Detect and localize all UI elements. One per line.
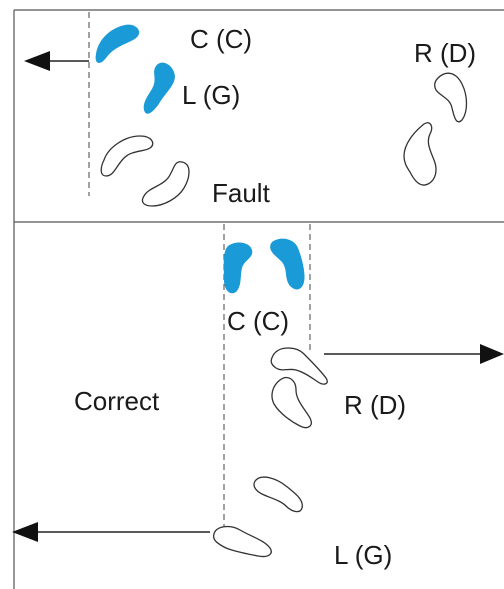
bottom-center-footprint-right [270,238,305,290]
bottom-footprint-outline-2 [271,376,312,429]
bottom-panel: C (C) Correct R (D) L (G) [12,224,504,570]
bottom-footprint-outline-3 [253,476,303,513]
bottom-caption: Correct [74,386,160,416]
top-right-footprint-outline-2 [403,122,437,186]
top-footprint-outline-2 [141,161,190,207]
bottom-footprint-outline-4 [212,525,272,558]
top-left-arrow-head [24,51,50,71]
bottom-right-label: R (D) [344,390,406,420]
bottom-center-footprint-left [223,242,253,294]
bottom-left-arrow-head [12,522,38,542]
bottom-center-label: C (C) [227,306,289,336]
top-footprint-outline-1 [100,135,154,177]
bottom-right-arrow-head [480,344,504,364]
top-right-footprint-outline-1 [434,72,468,123]
top-panel: C (C) L (G) R (D) Fault [24,12,476,208]
top-left-label: L (G) [182,80,240,110]
top-right-label: R (D) [414,38,476,68]
top-center-label: C (C) [190,24,252,54]
top-caption: Fault [212,178,271,208]
top-left-footprint [143,62,175,114]
bottom-footprint-outline-1 [270,347,328,385]
top-center-footprint [95,24,140,63]
bottom-left-label: L (G) [334,540,392,570]
